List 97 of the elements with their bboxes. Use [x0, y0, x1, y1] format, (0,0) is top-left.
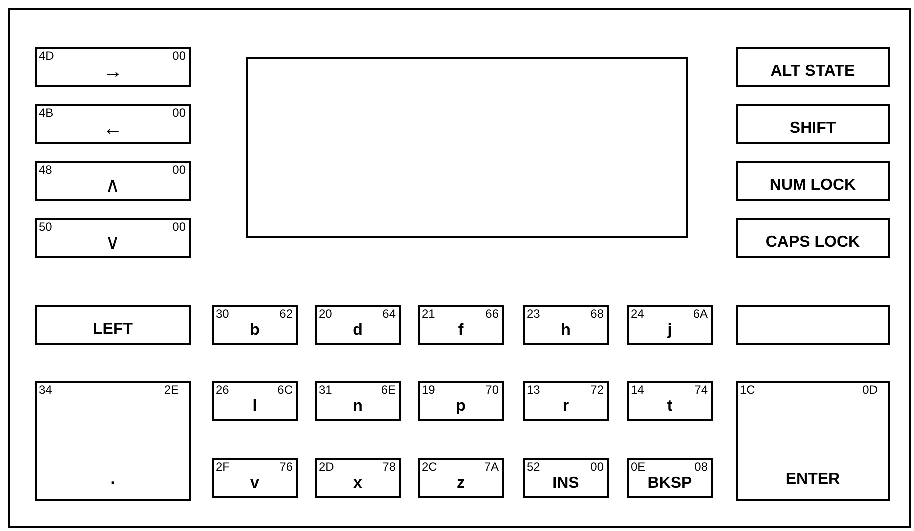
key-code: 2E: [164, 384, 179, 396]
key-code: 2D: [319, 461, 334, 473]
key-code: 31: [319, 384, 332, 396]
key-code: 30: [216, 308, 230, 320]
key: [418, 381, 504, 421]
key: [35, 104, 191, 144]
key-code: 21: [422, 308, 436, 320]
key-code: 76: [280, 461, 293, 473]
key-code: 0D: [862, 384, 878, 396]
key-code: 66: [486, 308, 499, 320]
key-label: j: [666, 322, 674, 340]
key-code: 0E: [631, 461, 646, 473]
key-code: 00: [172, 107, 186, 119]
key-code: 48: [39, 164, 52, 176]
key: [523, 381, 609, 421]
key-code: 52: [527, 461, 540, 473]
key: [627, 305, 713, 345]
key-label: f: [457, 322, 465, 340]
key-code: 1C: [740, 384, 756, 396]
key: [627, 458, 713, 498]
key-code: 13: [527, 384, 540, 396]
key: [736, 47, 890, 87]
key: [212, 458, 298, 498]
key-label: n: [352, 398, 364, 416]
key-code: 6E: [381, 384, 396, 396]
key-code: 68: [590, 308, 604, 320]
key-code: 6C: [278, 384, 293, 396]
key-code: 19: [422, 384, 436, 396]
key-code: 64: [382, 308, 396, 320]
key-label: x: [352, 475, 364, 493]
key-label: z: [456, 475, 466, 493]
key-label: INS: [552, 475, 580, 493]
key: [418, 458, 504, 498]
key-label: CAPS LOCK: [764, 234, 862, 252]
key-label: ALT STATE: [770, 63, 856, 81]
key: [418, 305, 504, 345]
key: [212, 381, 298, 421]
key: [627, 381, 713, 421]
key: [736, 161, 890, 201]
key-code: 6A: [693, 308, 708, 320]
key: [35, 161, 191, 201]
key: [736, 218, 890, 258]
key-code: 74: [694, 384, 708, 396]
key-code: 00: [590, 461, 604, 473]
key-code: 62: [280, 308, 293, 320]
key-code: 78: [382, 461, 396, 473]
key-label: p: [455, 398, 467, 416]
key-code: 70: [486, 384, 499, 396]
key-code: 08: [694, 461, 708, 473]
key-code: 50: [39, 221, 52, 233]
key-label: t: [666, 398, 674, 416]
key: [35, 218, 191, 258]
key-code: 34: [39, 384, 52, 396]
key-label: SHIFT: [788, 120, 838, 138]
key-label: v: [250, 475, 260, 493]
key: [35, 305, 191, 345]
keyboard-panel: [8, 8, 911, 528]
key-label: r: [562, 398, 570, 416]
key-label: l: [252, 398, 258, 416]
key-label: NUM LOCK: [768, 177, 858, 195]
key-code: 14: [631, 384, 644, 396]
key-label: BKSP: [646, 475, 694, 493]
key-code: 00: [172, 50, 186, 62]
key-label: →: [102, 62, 124, 82]
key-code: 4B: [39, 107, 54, 119]
key-code: 20: [319, 308, 332, 320]
key-code: 00: [172, 164, 186, 176]
key: [315, 305, 401, 345]
display-screen: [246, 57, 688, 238]
key: [315, 458, 401, 498]
key-code: 4D: [39, 50, 54, 62]
key-code: 7A: [484, 461, 499, 473]
key-code: 2F: [216, 461, 230, 473]
key-label: h: [560, 322, 572, 340]
key-label: b: [249, 322, 261, 340]
key-code: 72: [590, 384, 604, 396]
key-label: ←: [102, 119, 124, 139]
key-code: 26: [216, 384, 230, 396]
key-code: 00: [172, 221, 186, 233]
key-label: .: [110, 471, 116, 489]
key: [35, 47, 191, 87]
key: [736, 381, 890, 501]
key: [523, 458, 609, 498]
key-label: d: [352, 322, 364, 340]
key-code: 2C: [422, 461, 438, 473]
key-label: ENTER: [784, 471, 842, 489]
key-label: LEFT: [92, 321, 134, 339]
key-code: 23: [527, 308, 540, 320]
key-label: ∧: [104, 176, 122, 196]
key: [315, 381, 401, 421]
key-label: ∨: [104, 233, 122, 253]
key: [212, 305, 298, 345]
key: [736, 305, 890, 345]
key: [35, 381, 191, 501]
key: [523, 305, 609, 345]
key: [736, 104, 890, 144]
key-code: 24: [631, 308, 644, 320]
